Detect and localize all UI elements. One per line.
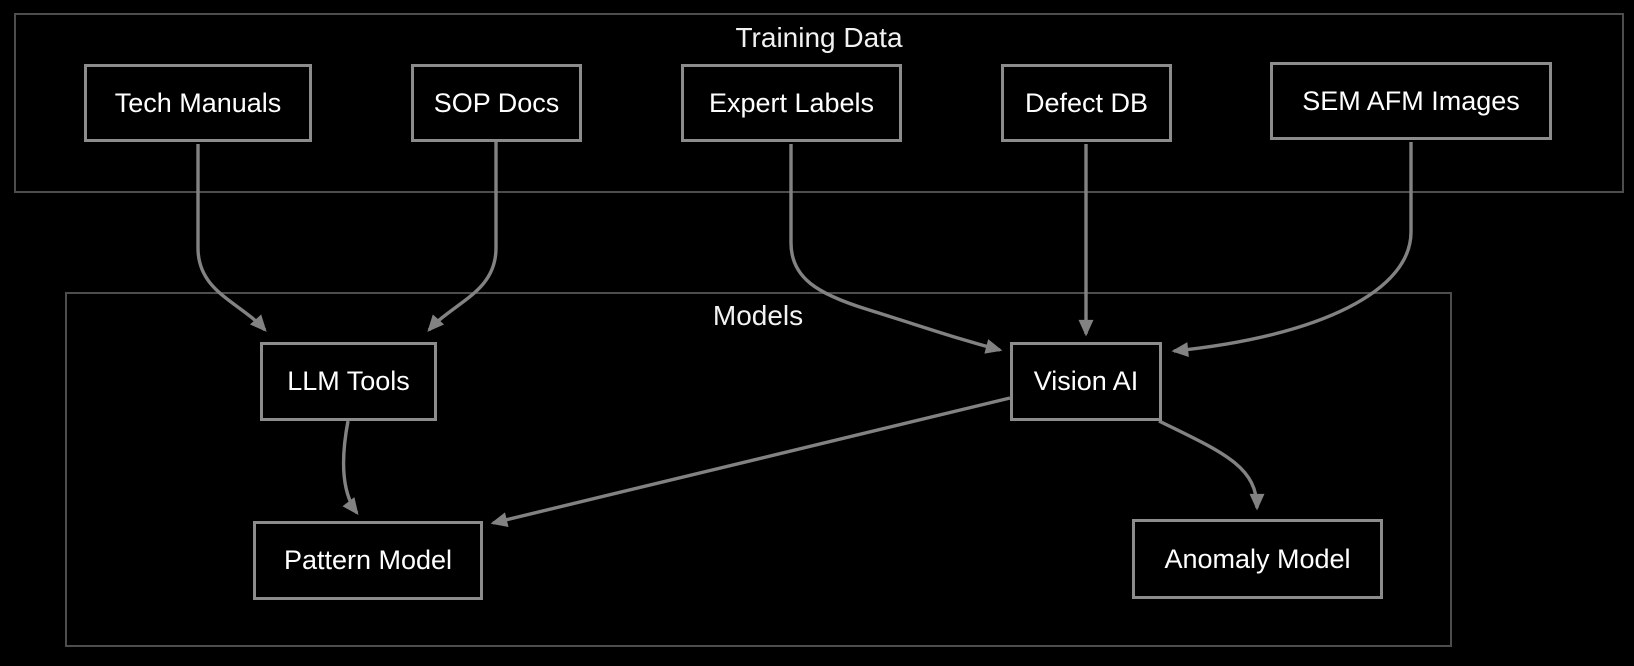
edge-tech-manuals-to-llm-tools: [196, 144, 267, 332]
edge-llm-tools-to-pattern-model: [341, 420, 359, 515]
edge-vision-ai-to-anomaly-model: [1158, 419, 1265, 511]
node-label-sop-docs: SOP Docs: [433, 87, 560, 118]
node-label-anomaly-model: Anomaly Model: [1164, 543, 1351, 574]
cluster-label-training-data: Training Data: [735, 22, 903, 53]
node-sop-docs: SOP Docs: [411, 64, 582, 142]
node-anomaly-model: Anomaly Model: [1132, 519, 1383, 599]
node-vision-ai: Vision AI: [1010, 342, 1162, 421]
edge-expert-labels-to-vision-ai: [789, 144, 1003, 354]
edge-vision-ai-to-pattern-model: [490, 396, 1011, 527]
node-label-sem-afm-images: SEM AFM Images: [1302, 85, 1520, 116]
node-pattern-model: Pattern Model: [253, 521, 483, 600]
node-label-defect-db: Defect DB: [1024, 87, 1149, 118]
node-expert-labels: Expert Labels: [681, 64, 902, 142]
cluster-training-data: [14, 13, 1624, 193]
node-label-pattern-model: Pattern Model: [283, 545, 453, 575]
node-label-vision-ai: Vision AI: [1033, 366, 1139, 396]
node-llm-tools: LLM Tools: [260, 342, 437, 421]
edge-sop-docs-to-llm-tools: [427, 141, 498, 332]
node-label-expert-labels: Expert Labels: [708, 87, 875, 118]
node-sem-afm-images: SEM AFM Images: [1270, 62, 1552, 140]
edge-sem-afm-images-to-vision-ai: [1171, 142, 1413, 358]
node-label-llm-tools: LLM Tools: [287, 366, 410, 396]
cluster-models: [65, 292, 1452, 647]
node-tech-manuals: Tech Manuals: [84, 64, 312, 142]
node-label-tech-manuals: Tech Manuals: [114, 87, 282, 118]
cluster-label-models: Models: [712, 300, 804, 331]
node-defect-db: Defect DB: [1001, 64, 1172, 142]
